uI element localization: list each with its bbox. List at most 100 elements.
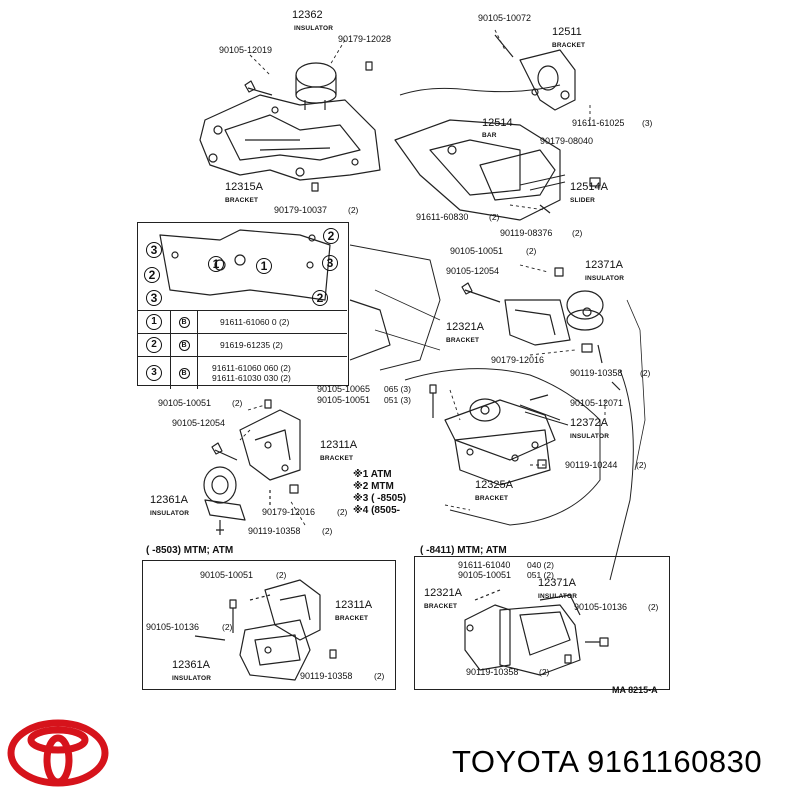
circle-mark: 2 (312, 290, 328, 306)
qty-90105-10051-c: (2) (232, 398, 243, 408)
box-left-title: ( -8503) MTM; ATM (146, 545, 234, 556)
toyota-logo-icon (7, 719, 109, 787)
ref-circle: 2 (146, 337, 162, 353)
table-qty: 060 (2) (263, 363, 291, 373)
box-right-caption-12321: BRACKET (424, 603, 458, 610)
bolt-icon: B (178, 368, 190, 379)
caption-12321: BRACKET (446, 337, 480, 344)
box-left-drawing (194, 579, 337, 681)
label-12362: 12362 (292, 9, 323, 21)
table-qty: 030 (2) (263, 373, 291, 383)
legend-item: ※4 (8505- (353, 505, 400, 516)
insulator-12362-drawing (295, 62, 337, 110)
qty-90119-10358-a: (2) (640, 368, 651, 378)
box-right-qty-90119-10358: (2) (539, 667, 550, 677)
qty-90119-10244: (2) (636, 460, 647, 470)
label-90119-10358-a: 90119-10358 (570, 368, 623, 378)
legend-item: ※2 MTM (353, 481, 394, 492)
table-part: 91619-61235 (220, 340, 271, 350)
circle-mark: 1 (208, 256, 224, 272)
box-left-label-12311: 12311A (335, 599, 373, 611)
box-right-drawing (464, 589, 609, 676)
box-left (142, 560, 396, 690)
label-90105-12071: 90105-12071 (570, 398, 624, 408)
box-right-label-90105-10051: 90105-10051 (458, 570, 512, 580)
box-right-label-12321: 12321A (424, 587, 462, 599)
box-left-qty-90119-10358: (2) (374, 671, 385, 681)
table-row: 3 B 91611-61060 060 (2) 91611-61030 030 … (138, 356, 347, 389)
box-right-qty-91611-61040: 040 (2) (527, 560, 554, 570)
qty-91611-61025: (3) (642, 118, 653, 128)
qty-90119-08376: (2) (572, 228, 583, 238)
label-12372: 12372A (570, 417, 608, 429)
box-right (414, 556, 670, 690)
box-right-label-90119-10358: 90119-10358 (466, 667, 519, 677)
qty-90119-10358-b: (2) (322, 526, 333, 536)
box-left-caption-12311: BRACKET (335, 615, 369, 622)
bolt-icon: B (178, 340, 190, 351)
label-12325: 12325A (475, 479, 513, 491)
box-left-label-90105-10136: 90105-10136 (146, 622, 200, 632)
legend-item: ※1 ATM (353, 469, 392, 480)
caption-12371: INSULATOR (585, 275, 625, 282)
label-12371: 12371A (585, 259, 623, 271)
box-left-label-90105-10051: 90105-10051 (200, 570, 254, 580)
label-91611-61025: 91611-61025 (572, 118, 625, 128)
table-part: 91611-61060 (212, 363, 262, 373)
label-90105-12019: 90105-12019 (219, 45, 273, 55)
qty-90105-10051-a: (2) (526, 246, 537, 256)
box-right-label-91611-61040: 91611-61040 (458, 560, 511, 570)
bolt-icon: B (178, 317, 190, 328)
label-12514: 12514 (482, 117, 513, 129)
label-12514A: 12514A (570, 181, 608, 193)
label-12315: 12315A (225, 181, 263, 193)
table-qty: (2) (272, 340, 283, 350)
label-12321: 12321A (446, 321, 484, 333)
label-90179-12028: 90179-12028 (338, 34, 392, 44)
legend-item: ※3 ( -8505) (353, 493, 407, 504)
box-left-qty-90105-10136: (2) (222, 622, 233, 632)
caption-12511: BRACKET (552, 42, 586, 49)
label-90119-10358-b: 90119-10358 (248, 526, 301, 536)
label-90105-10051-a: 90105-10051 (450, 246, 504, 256)
circle-mark: 3 (146, 242, 162, 258)
box-right-qty-90105-10051: 051 (2) (527, 570, 554, 580)
ref-circle: 1 (146, 314, 162, 330)
circle-mark: 1 (256, 258, 272, 274)
box-right-title: ( -8411) MTM; ATM (420, 545, 507, 556)
label-12311: 12311A (320, 439, 358, 451)
label-90179-10037: 90179-10037 (274, 205, 328, 215)
box-right-label-12371: 12371A (538, 577, 576, 589)
label-90105-12054-b: 90105-12054 (172, 418, 226, 428)
ref-circle: 3 (146, 365, 162, 381)
qty-90105-10051-b: 051 (3) (384, 395, 411, 405)
variant-legend: ※1 ATM ※2 MTM ※3 ( -8505) ※4 (8505- (353, 469, 406, 517)
box-left-label-90119-10358: 90119-10358 (300, 671, 353, 681)
bracket-12315-drawing (199, 94, 381, 181)
circle-mark: 2 (323, 228, 339, 244)
caption-12315: BRACKET (225, 197, 259, 204)
label-12511: 12511 (552, 26, 582, 38)
qty-90105-10065: 065 (3) (384, 384, 411, 394)
circle-mark: 2 (144, 267, 160, 283)
box-right-qty-90105-10136: (2) (648, 602, 659, 612)
circle-mark: 3 (146, 290, 162, 306)
circle-mark: 3 (322, 255, 338, 271)
label-90105-12054-a: 90105-12054 (446, 266, 500, 276)
table-part: 91611-61030 (212, 373, 262, 383)
table-part: 91611-61060 (220, 317, 270, 327)
box-left-qty-90105-10051: (2) (276, 570, 287, 580)
table-row: 2 B 91619-61235 (2) (138, 333, 347, 357)
box-left-label-12361: 12361A (172, 659, 210, 671)
label-90105-10072: 90105-10072 (478, 13, 532, 23)
label-90119-10244: 90119-10244 (565, 460, 618, 470)
label-90105-10065: 90105-10065 (317, 384, 371, 394)
table-qty: 0 (2) (271, 317, 290, 327)
label-90105-10051-b: 90105-10051 (317, 395, 371, 405)
box-right-label-90105-10136: 90105-10136 (574, 602, 628, 612)
diagram-reference-code: MA 8215-A (612, 685, 658, 695)
caption-12311: BRACKET (320, 455, 354, 462)
label-90179-08040: 90179-08040 (540, 136, 594, 146)
